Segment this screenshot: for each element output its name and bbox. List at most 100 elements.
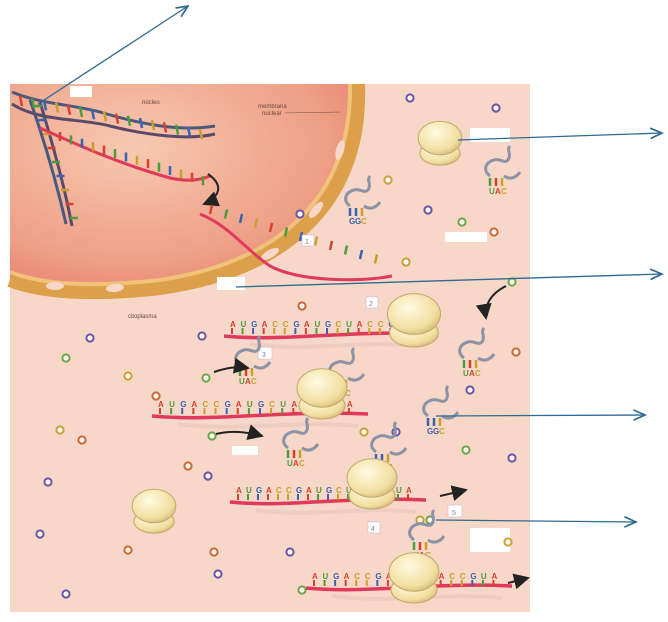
amino-acid	[124, 546, 131, 553]
amino-acid	[424, 206, 431, 213]
amino-acid	[490, 228, 497, 235]
amino-acid	[360, 428, 367, 435]
anticodon-letter: C	[475, 369, 481, 378]
codon-letter: U	[241, 320, 247, 329]
amino-acid	[86, 334, 93, 341]
codon-letter: U	[246, 486, 252, 495]
codon-letter: A	[306, 486, 312, 495]
codon-letter: G	[225, 400, 231, 409]
codon-letter: A	[312, 572, 318, 581]
codon-letter: C	[354, 572, 360, 581]
amino-acid	[504, 538, 511, 545]
codon-letter: G	[375, 572, 381, 581]
codon-letter: G	[296, 486, 302, 495]
amino-acid	[208, 432, 215, 439]
codon-letter: C	[276, 486, 282, 495]
amino-acid	[508, 278, 515, 285]
codon-letter: G	[325, 320, 331, 329]
anticodon-letter: C	[361, 217, 367, 226]
codon-letter: G	[326, 486, 332, 495]
codon-letter: G	[470, 572, 476, 581]
ribosome-large-subunit	[297, 369, 347, 407]
amino-acid	[406, 94, 413, 101]
amino-acid	[62, 590, 69, 597]
amino-acid	[124, 372, 131, 379]
amino-acid	[202, 374, 209, 381]
amino-acid	[214, 570, 221, 577]
step-1: 1	[305, 239, 309, 246]
amino-acid	[184, 462, 191, 469]
codon-letter: U	[481, 572, 487, 581]
anticodon-letter: C	[439, 427, 445, 436]
amino-acid	[402, 258, 409, 265]
codon-letter: C	[269, 400, 275, 409]
amino-acid	[210, 548, 217, 555]
codon-letter: A	[266, 486, 272, 495]
codon-letter: G	[180, 400, 186, 409]
codon-letter: G	[258, 400, 264, 409]
codon-letter: A	[304, 320, 310, 329]
codon-letter: A	[191, 400, 197, 409]
amino-acid	[56, 426, 63, 433]
codon-letter: C	[286, 486, 292, 495]
codon-letter: G	[251, 320, 257, 329]
anticodon-letter: C	[251, 377, 257, 386]
codon-letter: C	[367, 320, 373, 329]
codon-letter: A	[262, 320, 268, 329]
amino-acid	[492, 104, 499, 111]
ribosome-large-subunit	[347, 459, 397, 497]
codon-letter: A	[158, 400, 164, 409]
codon-letter: U	[396, 486, 402, 495]
codon-letter: A	[230, 320, 236, 329]
codon-letter: C	[336, 320, 342, 329]
codon-letter: G	[293, 320, 299, 329]
codon-letter: C	[272, 320, 278, 329]
amino-acid	[508, 454, 515, 461]
cytoplasm-label: citoplasma	[128, 314, 157, 320]
step-4: 4	[371, 526, 375, 533]
step-5: 5	[452, 510, 456, 517]
codon-letter: U	[316, 486, 322, 495]
ribosome-large-subunit	[418, 121, 462, 155]
codon-letter: C	[449, 572, 455, 581]
amino-acid	[296, 210, 303, 217]
nucleus-label: núcleo	[142, 100, 160, 106]
codon-letter: C	[460, 572, 466, 581]
amino-acid	[44, 478, 51, 485]
amino-acid	[462, 446, 469, 453]
membrane-label-line2: nuclear	[262, 111, 282, 117]
codon-letter: A	[406, 486, 412, 495]
ribosome-large-subunit	[132, 489, 176, 523]
amino-acid	[152, 392, 159, 399]
amino-acid	[384, 176, 391, 183]
ribosome-large-subunit	[387, 294, 440, 335]
codon-letter: G	[256, 486, 262, 495]
anticodon-letter: C	[501, 187, 507, 196]
codon-letter: A	[491, 572, 497, 581]
amino-acid	[62, 354, 69, 361]
dna-label-blank	[70, 86, 92, 97]
amino-acid	[512, 348, 519, 355]
mrna-shadow	[256, 510, 416, 513]
codon-letter: A	[344, 572, 350, 581]
codon-letter: A	[291, 400, 297, 409]
mrna-shadow	[250, 344, 420, 347]
amino-acid	[204, 472, 211, 479]
codon-letter: A	[236, 400, 242, 409]
membrane-label-line1: membrana	[258, 104, 287, 110]
codon-letter: C	[214, 400, 220, 409]
codon-letter: U	[247, 400, 253, 409]
mrna-shadow	[178, 424, 358, 427]
codon-letter: U	[169, 400, 175, 409]
anticodon-letter: C	[299, 459, 305, 468]
amino-acid	[298, 586, 305, 593]
ribosome-large-subunit	[389, 553, 439, 591]
codon-letter: C	[283, 320, 289, 329]
amino-acid	[78, 436, 85, 443]
amino-acid	[36, 530, 43, 537]
amino-acid	[466, 386, 473, 393]
codon-letter: C	[336, 486, 342, 495]
codon-letter: A	[347, 400, 353, 409]
